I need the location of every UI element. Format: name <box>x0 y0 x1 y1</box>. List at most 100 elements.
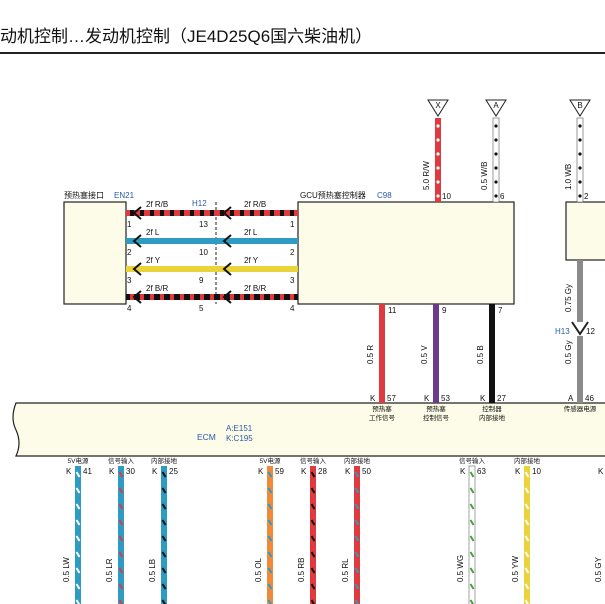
wire-tracer-mark <box>469 471 475 478</box>
bottom-wire-pin: 63 <box>477 467 486 476</box>
bottom-wire-connector-letter: K <box>258 467 264 476</box>
bottom-wire-pin: 41 <box>83 467 92 476</box>
wire-tracer-mark <box>354 503 360 510</box>
wire-tracer-mark <box>118 567 124 574</box>
wire-tracer-mark <box>524 583 530 590</box>
top-wire-pin: 6 <box>500 192 505 201</box>
bottom-wire-line <box>267 466 273 604</box>
wire-tracer-mark <box>310 535 316 542</box>
bottom-wire-pin: 59 <box>275 467 284 476</box>
wire-tracer-mark <box>310 487 316 494</box>
wire-tracer-mark <box>524 503 530 510</box>
wire-tracer-mark <box>267 471 273 478</box>
bottom-wire-connector-letter: K <box>152 467 158 476</box>
wire-tracer-mark <box>524 535 530 542</box>
wire-tracer-mark <box>75 567 81 574</box>
terminal-label: A <box>493 101 499 110</box>
wire-tracer-mark <box>161 599 167 604</box>
glow-wire-line <box>126 210 298 216</box>
wire-tracer-mark <box>161 551 167 558</box>
bottom-wire-function: 内部接地 <box>514 456 541 465</box>
glow-plug-connector-name: 预热塞接口 <box>64 190 104 200</box>
wire-tracer-mark <box>469 583 475 590</box>
wire-tracer-mark <box>118 599 124 604</box>
bottom-wire-pin: 30 <box>126 467 135 476</box>
top-wire-label: 5.0 R/W <box>422 161 431 190</box>
gcu-name: GCU预热塞控制器 <box>300 190 366 200</box>
wire-tracer-mark <box>524 487 530 494</box>
gcu-ecm-wire-line <box>379 304 385 403</box>
wire-tracer-dot <box>578 166 582 170</box>
top-wire-tw3: B1.0 WB2 <box>564 99 591 203</box>
gcu-controller: GCU预热塞控制器 C98 <box>297 190 515 305</box>
ecm-pin: 27 <box>497 394 506 403</box>
ecm-connector-letter: A <box>568 394 574 403</box>
glow-wire-pin-left: 1 <box>127 220 132 229</box>
ecm-pin-function: 预热塞 <box>372 404 392 413</box>
wire-tracer-mark <box>267 551 273 558</box>
top-wire-pin: 10 <box>442 192 451 201</box>
connector-chevron <box>571 321 589 336</box>
bottom-wire-pin: 10 <box>532 467 541 476</box>
inline-connector-h12: H12 <box>192 199 217 304</box>
glow-wire-label-left: 2f B/R <box>146 284 168 293</box>
gray-wire-line <box>577 260 583 322</box>
wire-tracer-mark <box>310 567 316 574</box>
wire-tracer-dot <box>436 166 440 170</box>
wire-tracer-mark <box>469 535 475 542</box>
wire-tracer-mark <box>354 535 360 542</box>
gray-wire-label: 0.75 Gy <box>564 284 573 312</box>
bottom-wire-function: 信号输入 <box>108 456 135 465</box>
bottom-wire-function: 5V电源 <box>260 456 281 465</box>
bottom-wire-line <box>524 466 530 604</box>
wire-tracer-dot <box>494 124 498 128</box>
glow-wire-pin-left: 2 <box>127 248 132 257</box>
gcu-ecm-wire-label: 0.5 V <box>420 345 429 364</box>
wire-tracer-mark <box>161 567 167 574</box>
wire-tracer-dot <box>436 124 440 128</box>
bottom-wire-line <box>118 466 124 604</box>
wire-tracer-dot <box>436 180 440 184</box>
wire-tracer-dot <box>578 138 582 142</box>
wire-tracer-mark <box>524 551 530 558</box>
top-wire-tw2: A0.5 W/B6 <box>480 99 507 203</box>
glow-wire-pin-mid: 13 <box>199 220 208 229</box>
wire-tracer-mark <box>75 487 81 494</box>
wire-tracer-mark <box>469 487 475 494</box>
glow-plug-connector-code: EN21 <box>114 191 135 200</box>
bottom-wire-label: 0.5 LB <box>148 559 157 582</box>
wire-tracer-mark <box>310 471 316 478</box>
bottom-wire-line <box>310 466 316 604</box>
glow-wire-pin-mid: 10 <box>199 248 208 257</box>
wire-tracer-mark <box>161 583 167 590</box>
wire-tracer-mark <box>267 503 273 510</box>
bottom-wire-connector-letter: K <box>109 467 115 476</box>
wire-tracer-mark <box>354 567 360 574</box>
wire-tracer-mark <box>75 599 81 604</box>
wire-tracer-mark <box>524 599 530 604</box>
glow-wire-label-right: 2f B/R <box>244 284 266 293</box>
glow-wire-line <box>126 266 298 272</box>
bottom-wire-function: 内部接地 <box>151 456 178 465</box>
terminal-label: B <box>577 101 582 110</box>
wire-tracer-mark <box>267 535 273 542</box>
gcu-ecm-wire-line <box>489 304 495 403</box>
top-wire-tw1: X5.0 R/W10 <box>422 99 451 202</box>
wire-tracer-mark <box>469 519 475 526</box>
glow-wire-line <box>126 238 298 244</box>
wire-tracer-mark <box>75 503 81 510</box>
bottom-wire-connector-letter: K <box>345 467 351 476</box>
wire-tracer-mark <box>524 471 530 478</box>
wire-tracer-mark <box>524 519 530 526</box>
